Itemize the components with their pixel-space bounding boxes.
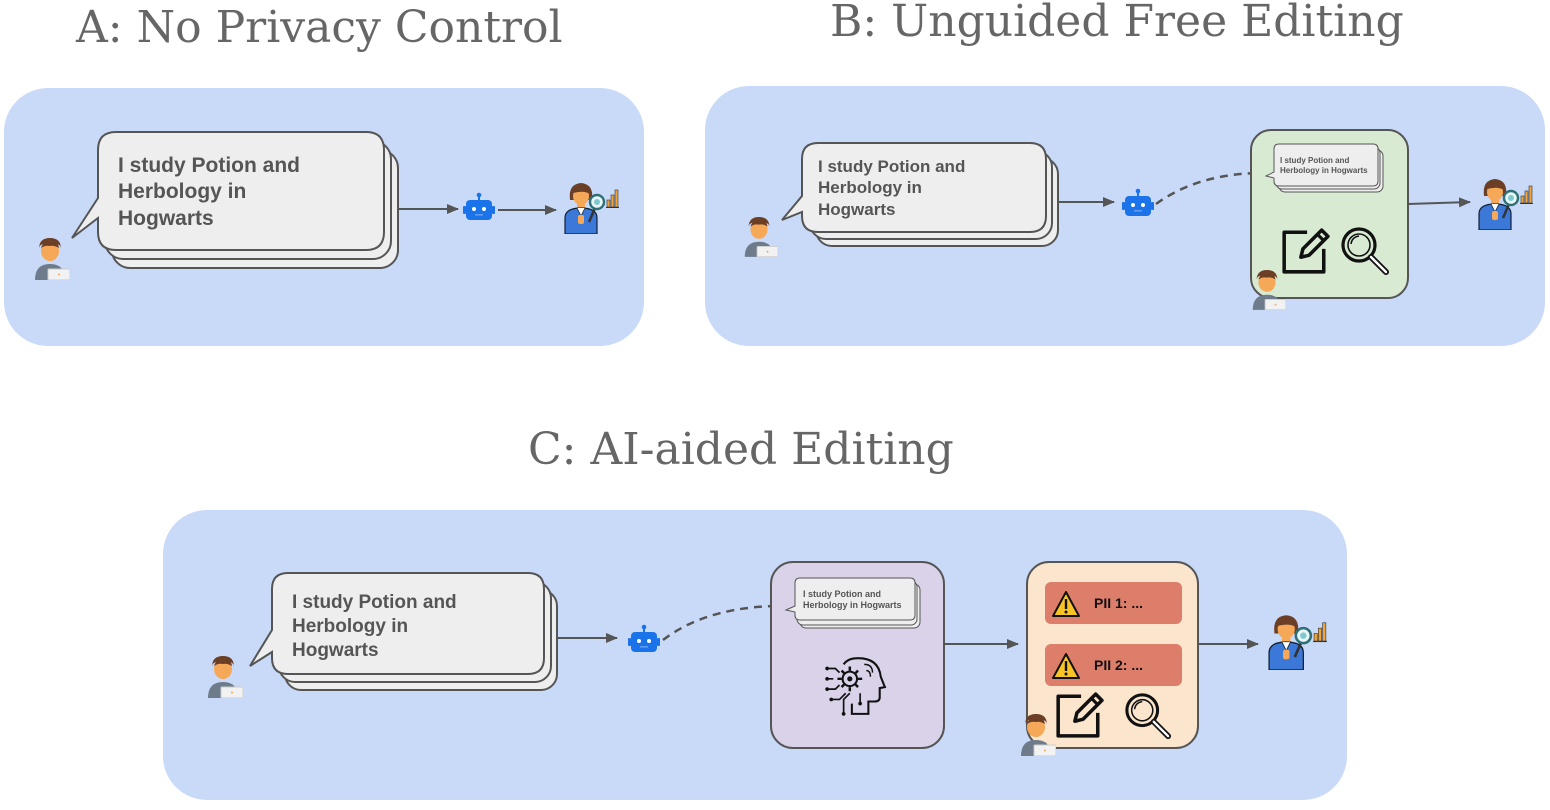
panel-b-message-bubble	[781, 142, 1059, 247]
panel-c-message-line-3: Hogwarts	[292, 640, 379, 661]
pii-item	[1045, 644, 1182, 686]
panel-a-message-bubble	[71, 131, 399, 269]
panel-c-mini-message-line-1: I study Potion and	[803, 589, 881, 599]
panel-c-message-line-2: Herbology in	[292, 616, 408, 637]
analyst-icon	[1478, 177, 1534, 230]
panel-b-message-line-2: Herbology in	[818, 178, 922, 197]
user-laptop-icon	[207, 655, 243, 698]
panel-c-title: C: AI-aided Editing	[528, 424, 954, 475]
panel-c-message-bubble	[249, 572, 558, 691]
panel-a-title: A: No Privacy Control	[76, 2, 563, 53]
panel-a-message-line-1: I study Potion and	[118, 154, 300, 177]
user-laptop-icon	[34, 237, 70, 280]
user-laptop-icon	[744, 216, 778, 257]
panel-b-message-line-1: I study Potion and	[818, 157, 965, 176]
panel-b-message-line-3: Hogwarts	[818, 200, 895, 219]
arrow	[1407, 197, 1471, 208]
analyst-icon	[1268, 613, 1328, 670]
robot-icon	[462, 192, 496, 221]
panel-c-message-line-1: I study Potion and	[292, 592, 457, 613]
pii-item-label-1: PII 1: ...	[1094, 595, 1143, 611]
panel-c-mini-bubble	[784, 577, 921, 629]
panel-b-mini-bubble	[1264, 143, 1384, 193]
pii-item	[1045, 582, 1182, 624]
panel-c-mini-message-line-2: Herbology in Hogwarts	[803, 600, 902, 610]
panel-b-mini-message-line-1: I study Potion and	[1280, 156, 1349, 165]
panel-a-message-line-3: Hogwarts	[118, 207, 214, 230]
panel-b-mini-message-line-2: Herbology in Hogwarts	[1280, 166, 1368, 175]
robot-icon	[1121, 188, 1155, 217]
pii-item-label-2: PII 2: ...	[1094, 657, 1143, 673]
panel-a-message-line-2: Herbology in	[118, 180, 246, 203]
robot-icon	[627, 624, 661, 653]
analyst-icon	[564, 181, 620, 234]
panel-b-title: B: Unguided Free Editing	[830, 0, 1404, 47]
